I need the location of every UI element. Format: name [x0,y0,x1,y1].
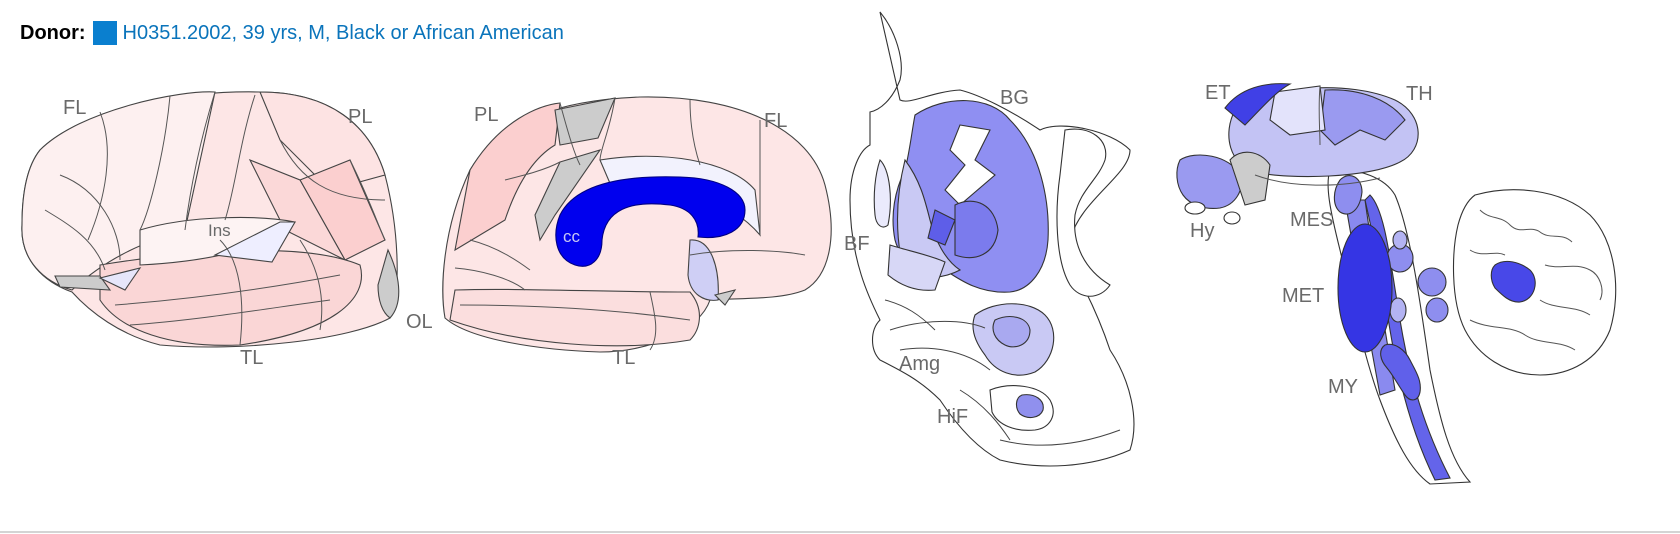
medial-gray-right[interactable] [713,289,737,306]
sagittal-label-my: MY [1328,376,1358,398]
medial-label-pl: PL [474,104,498,126]
sagittal-mammillary[interactable] [1184,201,1206,215]
sagittal-label-th: TH [1406,83,1433,105]
medial-label-fl: FL [764,110,787,132]
sagittal-cerebellar-nucleus[interactable] [1490,260,1536,303]
medial-label-cc: cc [563,227,581,246]
coronal-light-blue-left[interactable] [897,158,962,279]
coronal-section-view [849,11,1135,467]
sagittal-label-mes: MES [1290,209,1333,231]
sagittal-myelencephalon-coil[interactable] [1380,343,1421,401]
lateral-label-fl: FL [63,97,86,119]
lateral-occipital-gray[interactable] [377,248,400,319]
coronal-medium-blue-inner[interactable] [954,200,999,259]
medial-brain-outline[interactable] [442,96,832,353]
coronal-label-hif: HiF [937,406,968,428]
lateral-pale-blue-strip[interactable] [98,267,142,291]
medial-corpus-callosum[interactable] [555,176,746,267]
medial-temporal-region[interactable] [449,288,700,347]
coronal-bf-region[interactable] [887,244,946,291]
coronal-right-cortex-fold[interactable] [1056,128,1111,297]
sagittal-label-et: ET [1205,82,1231,104]
medial-gray-left[interactable] [534,149,602,242]
coronal-label-amg: Amg [899,353,940,375]
donor-label: Donor: [20,21,86,44]
lateral-label-ins: Ins [208,221,231,240]
medial-gray-top[interactable] [554,97,616,146]
lateral-label-ol: OL [406,311,433,333]
coronal-amygdala-inner[interactable] [992,316,1031,348]
donor-color-swatch [92,21,117,45]
donor-info-link[interactable]: H0351.2002, 39 yrs, M, Black or African … [122,21,564,44]
sagittal-pons-nucleus-1[interactable] [1417,267,1447,297]
medial-label-tl: TL [612,347,635,369]
coronal-label-bg: BG [1000,87,1029,109]
sagittal-metencephalon[interactable] [1337,223,1393,353]
lateral-parietal-region[interactable] [259,91,386,191]
sagittal-label-hy: Hy [1190,220,1214,242]
sagittal-met-nucleus[interactable] [1392,230,1408,250]
medial-thalamus-lightblue[interactable] [687,239,719,301]
medial-brain-view [442,96,832,353]
sagittal-pituitary[interactable] [1223,211,1241,225]
bottom-divider [0,531,1680,533]
lateral-label-pl: PL [348,106,372,128]
coronal-label-bf: BF [844,233,870,255]
sagittal-midbrain-blob[interactable] [1333,175,1363,215]
lateral-gray-strip[interactable] [54,275,112,291]
sagittal-thalamus-pale[interactable] [1269,85,1326,136]
coronal-hif-inner[interactable] [1015,394,1044,419]
sagittal-epithalamus[interactable] [1224,83,1292,126]
sagittal-pons-nucleus-2[interactable] [1425,297,1449,323]
coronal-lateral-ventricle[interactable] [873,158,891,228]
sagittal-label-met: MET [1282,285,1324,307]
donor-header: Donor: H0351.2002, 39 yrs, M, Black or A… [20,20,564,46]
lateral-insula-inner[interactable] [213,221,296,263]
sagittal-hypothalamus[interactable] [1176,154,1242,209]
coronal-dark-blue-small[interactable] [927,209,956,246]
sagittal-pons-nucleus-3[interactable] [1389,297,1407,323]
sagittal-brainstem-view [1176,83,1617,485]
lateral-label-tl: TL [240,347,263,369]
lateral-brain-view [21,91,400,348]
sagittal-thalamus-inner[interactable] [1319,89,1406,146]
sagittal-hy-gray[interactable] [1229,151,1271,206]
